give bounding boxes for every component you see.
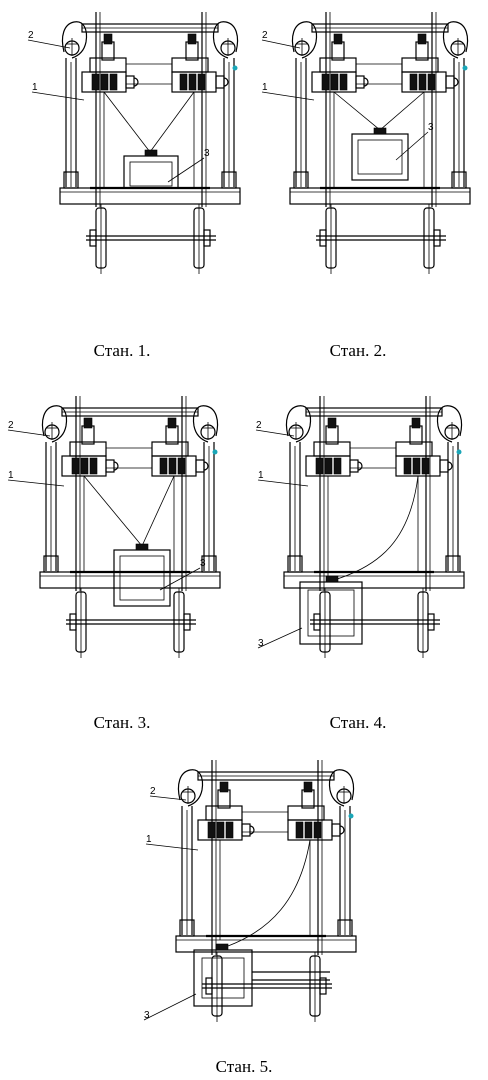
state-3-crane: 2 1 3: [7, 394, 222, 660]
svg-text:1: 1: [258, 470, 264, 481]
caption-state-2: Стан. 2.: [330, 341, 387, 360]
svg-text:3: 3: [200, 558, 206, 569]
state-1-crane: 2 1 3: [27, 10, 242, 276]
caption-state-3: Стан. 3.: [94, 713, 151, 732]
state-2-crane: 2 1 3: [261, 10, 472, 276]
svg-text:2: 2: [262, 30, 268, 41]
svg-text:3: 3: [258, 638, 264, 649]
caption-state-1: Стан. 1.: [94, 341, 151, 360]
svg-text:3: 3: [428, 122, 434, 133]
caption-state-5: Стан. 5.: [216, 1057, 273, 1076]
state-5-crane: 2 1 3: [143, 758, 358, 1024]
svg-text:2: 2: [150, 786, 156, 797]
svg-text:3: 3: [144, 1010, 150, 1021]
svg-text:3: 3: [204, 148, 210, 159]
svg-text:1: 1: [8, 470, 14, 481]
svg-text:2: 2: [28, 30, 34, 41]
svg-text:1: 1: [262, 82, 268, 93]
svg-text:1: 1: [32, 82, 38, 93]
svg-text:2: 2: [256, 420, 262, 431]
state-4-crane: 2 1 3: [255, 394, 466, 660]
caption-state-4: Стан. 4.: [330, 713, 387, 732]
svg-text:2: 2: [8, 420, 14, 431]
svg-text:1: 1: [146, 834, 152, 845]
